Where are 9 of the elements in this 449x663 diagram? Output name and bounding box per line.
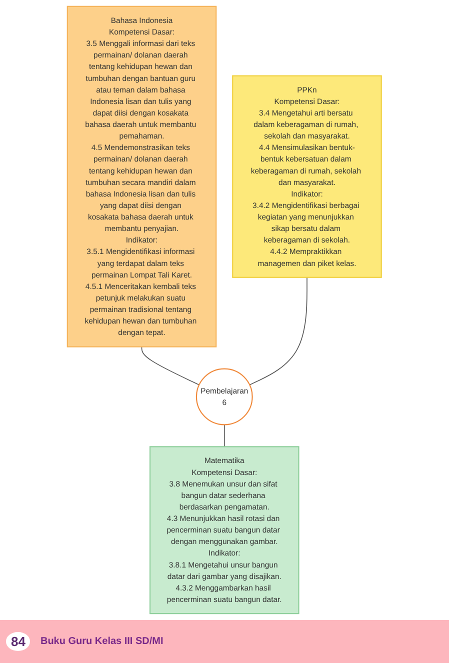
- node-box: [150, 446, 300, 614]
- connector: [141, 346, 200, 386]
- node-box: [66, 6, 217, 348]
- page-number: 84: [6, 632, 30, 651]
- book-title: Buku Guru Kelas III SD/MI: [40, 636, 164, 647]
- connector: [249, 276, 308, 386]
- node-box: [232, 75, 382, 278]
- node-circle: [196, 368, 253, 426]
- connector: [224, 424, 225, 448]
